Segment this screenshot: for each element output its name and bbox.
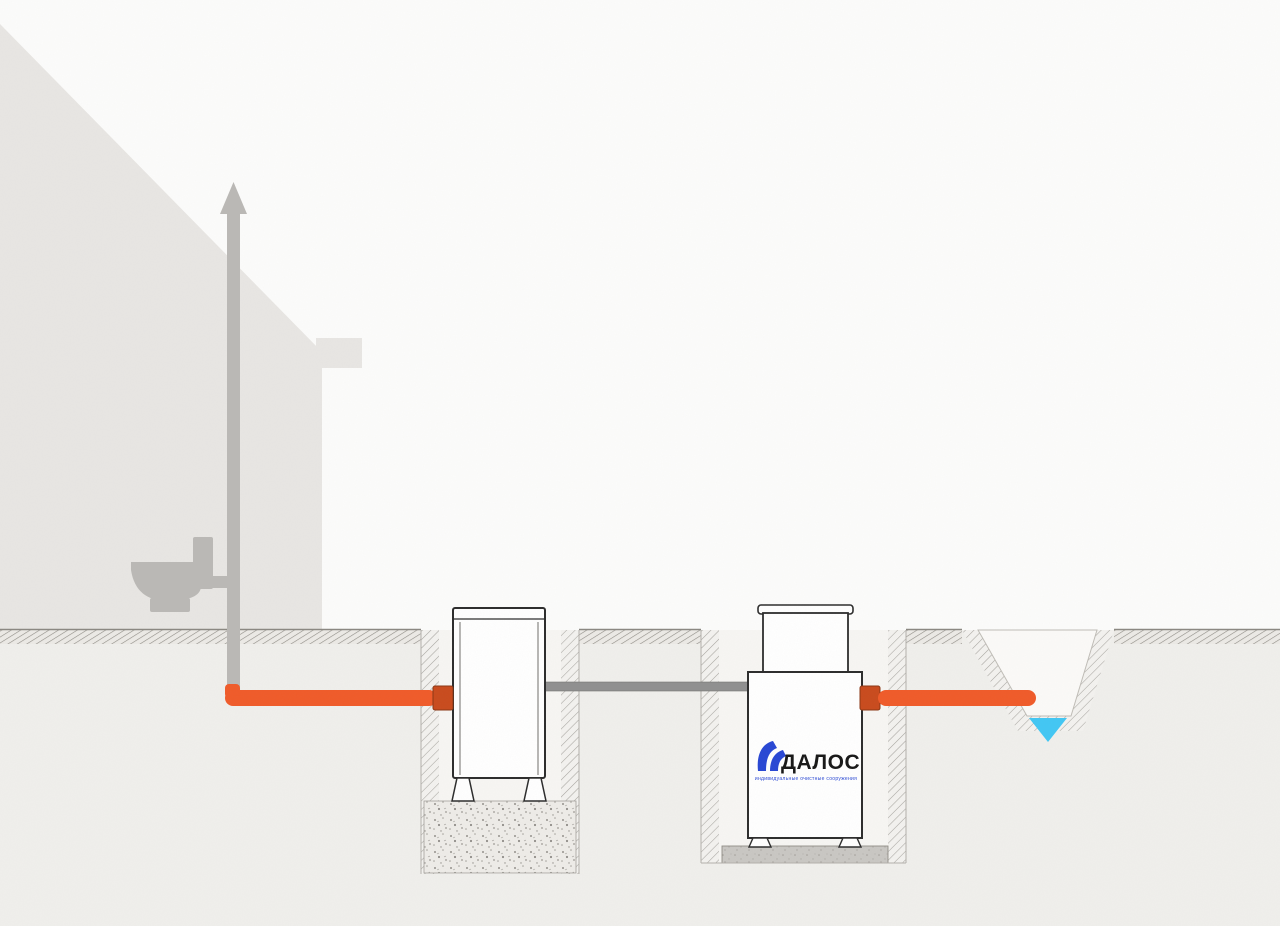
- ground-hatch-segment: [0, 629, 421, 644]
- roof-step: [316, 338, 362, 368]
- inlet-pipe-coupling: [432, 685, 454, 711]
- brand-name: ДАЛОС: [781, 751, 860, 774]
- transfer-pipe: [544, 681, 753, 692]
- treatment-unit-leg: [837, 837, 863, 848]
- ground-hatch-segment: [579, 629, 701, 644]
- gravel-base: [423, 800, 577, 874]
- brand-tagline-wrap: индивидуальные очистные сооружения: [755, 776, 857, 782]
- treatment-unit-leg: [747, 837, 773, 848]
- outlet-pipe: [878, 690, 1036, 706]
- septic-tank-body: [452, 607, 546, 779]
- ground-hatch-segment: [906, 629, 962, 644]
- inlet-pipe-horizontal: [225, 690, 437, 706]
- toilet-base: [150, 598, 190, 612]
- treatment-unit-riser: [762, 612, 849, 676]
- vent-pipe-riser: [227, 198, 240, 694]
- septic-tank: [451, 607, 547, 802]
- pit-right-hatch-wall-right: [888, 630, 906, 863]
- concrete-base: [721, 845, 889, 864]
- brand-tagline: индивидуальные очистные сооружения: [755, 776, 857, 782]
- treatment-unit: ДАЛОС индивидуальные очистные сооружения: [747, 604, 863, 848]
- outlet-pipe-horizontal: [878, 690, 1036, 706]
- ground-hatch-segment: [1114, 629, 1280, 644]
- pit-right-hatch-wall-left: [701, 630, 719, 863]
- outlet-pipe-coupling: [859, 685, 881, 711]
